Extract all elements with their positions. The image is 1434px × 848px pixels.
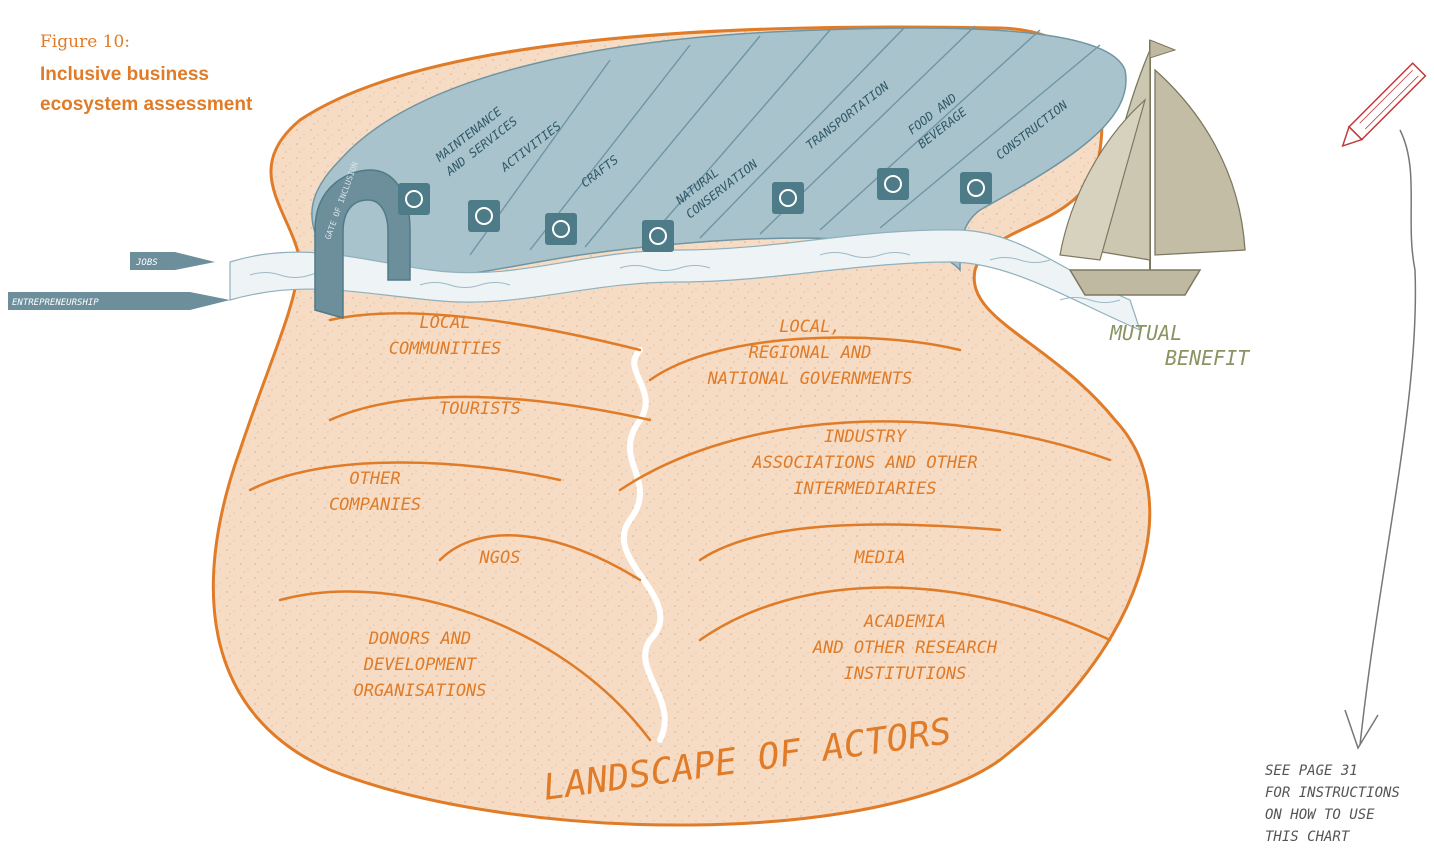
left-actor-0-line1: LOCAL — [419, 313, 470, 333]
left-actor-3-line1: NGOS — [479, 548, 521, 568]
right-actor-1-line1: INDUSTRY — [824, 427, 908, 447]
pointer-line — [1360, 130, 1415, 745]
note-line3: ON HOW TO USE — [1265, 807, 1375, 823]
right-actor-3-line1: ACADEMIA — [863, 612, 946, 632]
right-actor-1-line2: ASSOCIATIONS AND OTHER — [751, 453, 977, 473]
entrepreneurship-flow: ENTREPRENEURSHIP — [8, 292, 230, 310]
left-actor-4: DONORS AND DEVELOPMENT ORGANISATIONS — [353, 629, 486, 701]
left-actor-3: NGOS — [479, 548, 521, 568]
elephant-icon — [642, 220, 674, 252]
mutual-benefit-line2: BENEFIT — [1165, 346, 1251, 370]
note-line1: SEE PAGE 31 — [1265, 763, 1358, 779]
left-actor-4-line1: DONORS AND — [368, 629, 471, 649]
left-actor-1-line1: TOURISTS — [439, 399, 521, 419]
note-line4: THIS CHART — [1265, 829, 1351, 845]
right-actor-3-line2: AND OTHER RESEARCH — [812, 638, 998, 658]
left-actor-1: TOURISTS — [439, 399, 521, 419]
instructions-note: SEE PAGE 31 FOR INSTRUCTIONS ON HOW TO U… — [1265, 763, 1400, 845]
left-actor-2-line1: OTHER — [349, 469, 400, 489]
jobs-label: JOBS — [135, 258, 158, 268]
left-actor-2-line2: COMPANIES — [329, 495, 421, 515]
note-line2: FOR INSTRUCTIONS — [1265, 785, 1400, 801]
pencil-icon — [1336, 63, 1425, 152]
right-actor-0-line1: LOCAL, — [779, 317, 840, 337]
right-actor-2: MEDIA — [853, 548, 905, 568]
right-actor-2-line1: MEDIA — [853, 548, 905, 568]
camera-icon — [468, 200, 500, 232]
right-actor-3-line3: INSTITUTIONS — [844, 664, 967, 684]
entrepreneurship-label: ENTREPRENEURSHIP — [12, 298, 99, 308]
hammer-icon — [960, 172, 992, 204]
left-actor-4-line2: DEVELOPMENT — [363, 655, 478, 675]
spoon-icon — [877, 168, 909, 200]
right-actor-0-line3: NATIONAL GOVERNMENTS — [707, 369, 913, 389]
mutual-benefit: MUTUAL BENEFIT — [1109, 321, 1251, 370]
right-actor-0-line2: REGIONAL AND — [749, 343, 872, 363]
jobs-flow: JOBS — [130, 252, 215, 270]
left-actor-0-line2: COMMUNITIES — [389, 339, 502, 359]
right-actor-1-line3: INTERMEDIARIES — [793, 479, 936, 499]
mutual-benefit-line1: MUTUAL — [1109, 321, 1182, 345]
needle-icon — [545, 213, 577, 245]
cocktail-icon — [398, 183, 430, 215]
left-actor-4-line3: ORGANISATIONS — [353, 681, 486, 701]
vehicle-icon — [772, 182, 804, 214]
